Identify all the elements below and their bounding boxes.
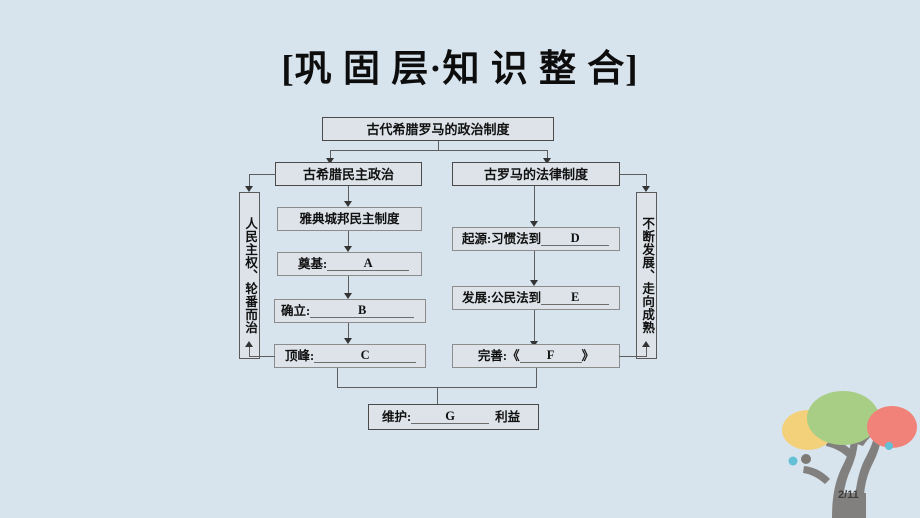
left-box-established: 确立: B bbox=[274, 299, 426, 323]
branch-box-greek: 古希腊民主政治 bbox=[275, 162, 422, 186]
arrow-root-to-left bbox=[326, 158, 334, 164]
diagram-root-box: 古代希腊罗马的政治制度 bbox=[322, 117, 554, 141]
connector-athens-to-founding bbox=[348, 231, 349, 249]
red-blob bbox=[867, 406, 917, 448]
arrow-established-to-peak bbox=[344, 338, 352, 344]
connector-root-stem bbox=[438, 141, 439, 150]
side-label-left: 人民主权、轮番而治 bbox=[239, 192, 260, 359]
right-box-perfection-label: 完善:《 bbox=[477, 348, 520, 363]
connector-peak-to-sidelabel-rise bbox=[249, 347, 250, 357]
side-label-right-text: 不断发展、走向成熟 bbox=[640, 217, 655, 334]
left-box-founding-label: 奠基: bbox=[298, 256, 328, 271]
right-box-development-label: 发展:公民法到 bbox=[462, 290, 542, 305]
connector-greek-to-sidelabel-drop bbox=[249, 174, 250, 189]
side-label-left-text: 人民主权、轮番而治 bbox=[243, 217, 258, 334]
right-box-origin-blank: D bbox=[541, 232, 610, 246]
connector-perfection-to-sidelabel-rise bbox=[646, 347, 647, 357]
arrow-roman-to-sidelabel bbox=[642, 186, 650, 192]
left-box-founding-blank: A bbox=[327, 257, 410, 271]
connector-roman-to-origin bbox=[534, 186, 535, 224]
connector-root-to-right bbox=[547, 150, 548, 160]
branch-box-roman: 古罗马的法律制度 bbox=[452, 162, 620, 186]
left-box-athens-label: 雅典城邦民主制度 bbox=[299, 211, 400, 226]
connector-roman-to-sidelabel bbox=[619, 174, 647, 175]
gray-dot bbox=[801, 454, 811, 464]
arrow-founding-to-established bbox=[344, 293, 352, 299]
connector-peak-to-sidelabel bbox=[249, 356, 275, 357]
arrow-greek-to-sidelabel bbox=[245, 186, 253, 192]
left-box-peak-label: 顶峰: bbox=[285, 348, 315, 363]
right-box-development-blank: E bbox=[541, 291, 610, 305]
arrow-perfection-to-sidelabel bbox=[642, 341, 650, 347]
connector-established-to-peak bbox=[348, 323, 349, 341]
connector-greek-to-sidelabel bbox=[249, 174, 276, 175]
bottom-box-maintain: 维护: G 利益 bbox=[368, 404, 539, 430]
connector-perfection-down bbox=[536, 368, 537, 387]
connector-bottom-stem bbox=[437, 387, 438, 407]
arrow-athens-to-founding bbox=[344, 246, 352, 252]
left-box-established-label: 确立: bbox=[281, 303, 311, 318]
left-box-peak: 顶峰: C bbox=[274, 344, 426, 368]
connector-origin-to-development bbox=[534, 251, 535, 283]
page-number: 2/11 bbox=[838, 489, 859, 501]
branch-label-roman: 古罗马的法律制度 bbox=[483, 166, 588, 182]
bottom-box-maintain-blank: G bbox=[411, 410, 490, 424]
bottom-box-maintain-suffix: 利益 bbox=[495, 409, 521, 424]
arrow-greek-to-athens bbox=[344, 201, 352, 207]
diagram-root-label: 古代希腊罗马的政治制度 bbox=[366, 121, 510, 137]
connector-peak-down bbox=[337, 368, 338, 387]
arrow-origin-to-development bbox=[530, 280, 538, 286]
connector-root-bus bbox=[330, 150, 547, 151]
connector-perfection-to-sidelabel bbox=[619, 356, 646, 357]
left-box-peak-blank: C bbox=[314, 349, 417, 363]
side-label-right: 不断发展、走向成熟 bbox=[636, 192, 657, 359]
green-blob bbox=[807, 391, 879, 445]
connector-development-to-perfection bbox=[534, 310, 535, 344]
page-title: [巩 固 层·知 识 整 合] bbox=[281, 49, 639, 90]
teal-dot-right bbox=[885, 442, 893, 450]
right-box-perfection: 完善:《 F 》 bbox=[452, 344, 620, 368]
tree-decoration bbox=[782, 391, 917, 518]
left-box-established-blank: B bbox=[310, 304, 415, 318]
bottom-box-maintain-label: 维护: bbox=[382, 409, 412, 424]
connector-greek-to-athens bbox=[348, 186, 349, 204]
right-box-perfection-suffix: 》 bbox=[581, 348, 595, 363]
connector-roman-to-sidelabel-drop bbox=[646, 174, 647, 189]
arrow-peak-to-sidelabel bbox=[245, 341, 253, 347]
arrow-root-to-right bbox=[543, 158, 551, 164]
right-box-development: 发展:公民法到 E bbox=[452, 286, 620, 310]
arrow-roman-to-origin bbox=[530, 221, 538, 227]
left-box-athens: 雅典城邦民主制度 bbox=[277, 207, 422, 231]
left-box-founding: 奠基: A bbox=[277, 252, 422, 276]
connector-root-to-left bbox=[330, 150, 331, 160]
right-box-origin: 起源:习惯法到 D bbox=[452, 227, 620, 251]
right-box-origin-label: 起源:习惯法到 bbox=[462, 231, 542, 246]
teal-dot-left bbox=[788, 456, 798, 466]
right-box-perfection-blank: F bbox=[519, 349, 582, 363]
branch-label-greek: 古希腊民主政治 bbox=[302, 166, 394, 182]
connector-founding-to-established bbox=[348, 276, 349, 295]
